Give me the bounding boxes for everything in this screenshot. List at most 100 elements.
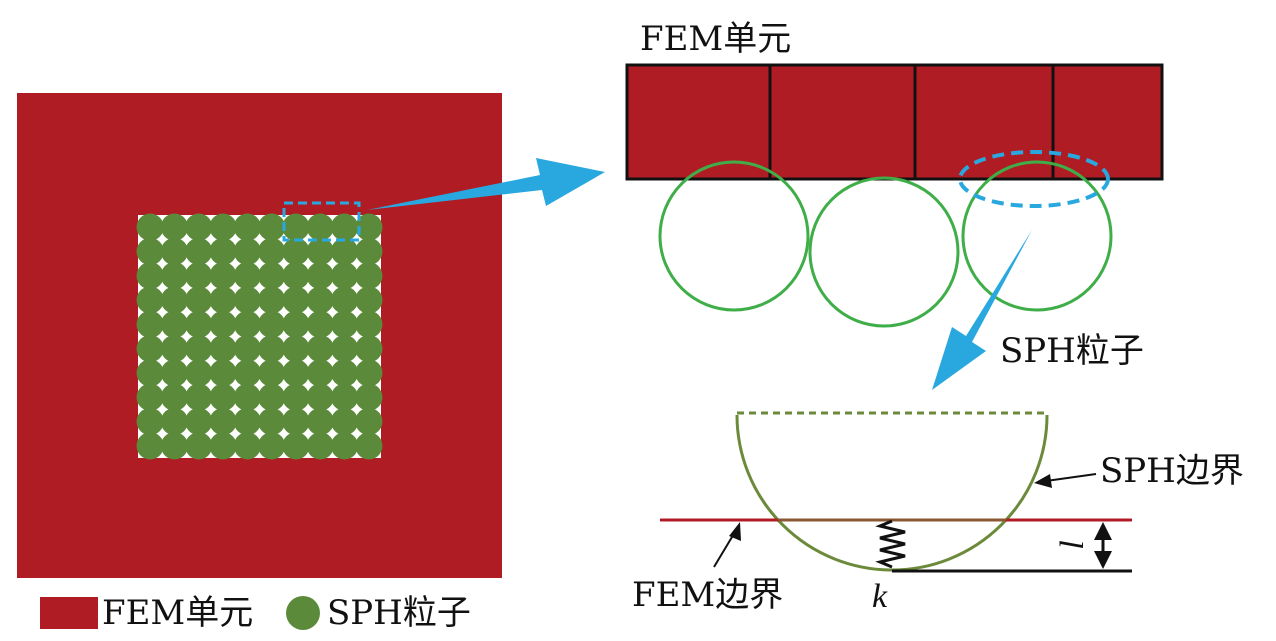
sph-particle <box>136 310 164 338</box>
sph-boundary-pointer <box>1045 473 1097 482</box>
sph-particle <box>306 237 334 266</box>
zoom-arrow <box>367 158 605 210</box>
sph-particle <box>330 286 359 314</box>
sph-particle <box>160 310 189 338</box>
sph-particle <box>136 432 164 460</box>
sph-particle <box>355 359 383 387</box>
sph-particle <box>330 407 359 436</box>
sph-particle <box>185 286 213 314</box>
sph-particle <box>258 310 286 338</box>
sph-particle <box>282 432 310 460</box>
sph-particle <box>136 286 164 314</box>
sph-particle-circle <box>658 160 810 312</box>
sph-particle <box>209 237 237 266</box>
detail-arrow <box>932 230 1032 390</box>
sph-particle <box>330 383 359 411</box>
sph-particle <box>233 359 261 387</box>
sph-particle <box>355 335 383 363</box>
sph-particle <box>233 237 261 266</box>
sph-particle <box>282 310 310 338</box>
fem-unit-label: FEM单元 <box>640 19 791 59</box>
sph-particle <box>233 310 261 338</box>
sph-particle <box>209 310 237 338</box>
sph-particle <box>136 359 164 387</box>
sph-particle <box>258 286 286 314</box>
sph-particle <box>136 407 164 436</box>
sph-particle <box>306 286 334 314</box>
sph-particle <box>233 335 261 363</box>
sph-particle <box>330 335 359 363</box>
sph-particle <box>136 335 164 363</box>
sph-particle <box>330 237 359 266</box>
sph-particle <box>185 383 213 411</box>
sph-particle <box>306 432 334 460</box>
legend-sph-label: SPH粒子 <box>327 593 471 633</box>
sph-particle-circle <box>808 176 960 328</box>
sph-particle <box>282 262 310 290</box>
sph-particle <box>185 432 213 460</box>
sph-particle <box>306 262 334 290</box>
sph-particle <box>185 213 213 241</box>
sph-particle <box>233 262 261 290</box>
spring-icon <box>875 519 906 569</box>
sph-particle <box>233 407 261 436</box>
sph-particle <box>355 237 383 266</box>
sph-particle <box>330 262 359 290</box>
fem-boundary-pointer-head <box>729 522 741 541</box>
sph-particle <box>233 213 261 241</box>
sph-particle <box>160 383 189 411</box>
sph-particle-grid <box>136 213 383 460</box>
sph-particle <box>136 262 164 290</box>
sph-particle <box>258 213 286 241</box>
sph-particle <box>306 407 334 436</box>
sph-particle <box>355 213 383 241</box>
sph-particle <box>282 407 310 436</box>
sph-particle <box>306 335 334 363</box>
sph-particle <box>258 407 286 436</box>
sph-particle <box>185 407 213 436</box>
sph-particle <box>355 432 383 460</box>
sph-particle <box>136 383 164 411</box>
sph-particle <box>233 432 261 460</box>
sph-particle <box>209 335 237 363</box>
sph-particle <box>355 286 383 314</box>
sph-particle <box>185 335 213 363</box>
sph-particle <box>209 286 237 314</box>
sph-particle <box>330 432 359 460</box>
sph-particle <box>258 237 286 266</box>
fem-boundary-pointer <box>713 531 736 568</box>
sph-particle <box>282 335 310 363</box>
sph-particle-label: SPH粒子 <box>1000 331 1144 371</box>
legend-fem-swatch <box>40 597 98 629</box>
contact-highlight-ellipse <box>958 150 1110 208</box>
sph-particle <box>185 359 213 387</box>
sph-particle <box>160 286 189 314</box>
distance-label: l <box>1054 540 1091 549</box>
legend-sph-swatch <box>286 596 320 630</box>
distance-arrowhead-down <box>1094 551 1112 569</box>
sph-particle <box>185 262 213 290</box>
sph-particle <box>136 237 164 266</box>
sph-particle <box>258 262 286 290</box>
sph-particle <box>258 359 286 387</box>
sph-boundary-label: SPH边界 <box>1100 451 1244 491</box>
sph-particle <box>355 310 383 338</box>
sph-particle <box>209 432 237 460</box>
sph-particle <box>160 237 189 266</box>
sph-particle <box>185 237 213 266</box>
sph-particle <box>355 262 383 290</box>
sph-particle <box>160 407 189 436</box>
distance-arrowhead-up <box>1094 522 1112 540</box>
sph-particle <box>209 359 237 387</box>
sph-particle <box>209 262 237 290</box>
fem-element-row <box>625 63 1164 181</box>
sph-particle <box>330 359 359 387</box>
sph-particle <box>282 286 310 314</box>
sph-particle <box>306 213 334 241</box>
sph-particle <box>160 335 189 363</box>
sph-particle <box>209 383 237 411</box>
fem-boundary-label: FEM边界 <box>632 575 783 615</box>
sph-particle <box>185 310 213 338</box>
sph-particle <box>258 383 286 411</box>
